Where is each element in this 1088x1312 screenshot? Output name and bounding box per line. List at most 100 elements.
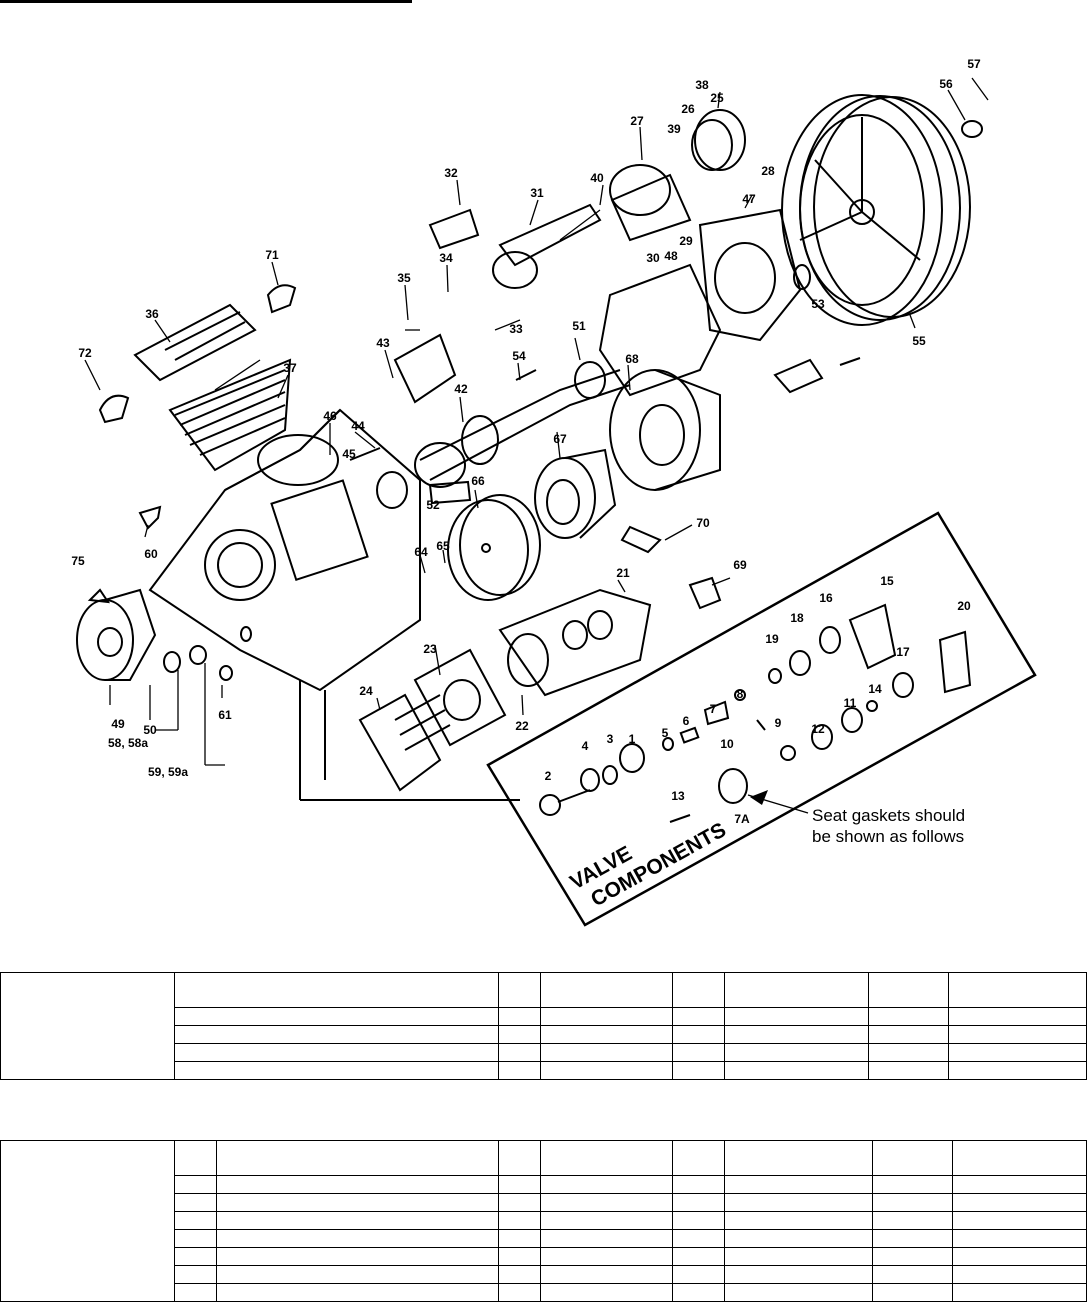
part-callout-label: 17 — [896, 645, 910, 659]
parts-table-2 — [0, 1140, 1087, 1302]
part-callout-label: 57 — [967, 57, 981, 71]
table-cell — [948, 1007, 1087, 1026]
part-callout-label: 46 — [323, 409, 337, 423]
table-cell — [724, 1211, 873, 1230]
part-callout-label: 3 — [607, 732, 614, 746]
table-cell — [174, 1247, 217, 1266]
table-cell — [498, 1061, 541, 1080]
header-rule — [0, 0, 412, 3]
part-callout-label: 40 — [590, 171, 604, 185]
table-cell — [724, 1283, 873, 1302]
table-cell — [724, 1043, 869, 1062]
table-cell — [174, 972, 499, 1008]
part-callout-label: 69 — [733, 558, 747, 572]
table-cell — [540, 1140, 673, 1176]
seat-gasket-note-line2: be shown as follows — [812, 827, 964, 846]
table-cell — [174, 1283, 217, 1302]
table-cell — [724, 1229, 873, 1248]
table-cell — [672, 1175, 725, 1194]
part-callout-label: 35 — [397, 271, 411, 285]
cylinder-head-part — [498, 588, 652, 697]
part-callout-label: 68 — [625, 352, 639, 366]
table-cell — [672, 1193, 725, 1212]
flywheel-part — [781, 94, 971, 326]
table-header-row — [0, 972, 1087, 1080]
table-cell — [672, 1061, 725, 1080]
table-cell — [498, 1265, 541, 1284]
table-cell — [948, 1061, 1087, 1080]
table-cell — [672, 1043, 725, 1062]
table-cell — [672, 1247, 725, 1266]
part-callout-label: 15 — [880, 574, 894, 588]
table-row — [1, 1175, 1087, 1194]
table-row — [1, 1229, 1087, 1248]
part-callout-label: 49 — [111, 717, 125, 731]
table-cell — [540, 1229, 673, 1248]
table-row — [1, 1043, 1087, 1062]
table-cell — [868, 1007, 949, 1026]
table-cell — [724, 1193, 873, 1212]
seat-gasket-note-line1: Seat gaskets should — [812, 806, 965, 825]
table-cell — [498, 972, 541, 1008]
table-cell — [724, 1265, 873, 1284]
table-cell — [540, 972, 673, 1008]
table-cell — [216, 1229, 499, 1248]
part-callout-label: 9 — [775, 716, 782, 730]
part-callout-label: 7A — [734, 812, 750, 826]
table-cell — [872, 1283, 953, 1302]
table-cell — [724, 1175, 873, 1194]
parts-table-1 — [0, 972, 1087, 1080]
part-callout-label: 24 — [359, 684, 373, 698]
table-cell — [498, 1025, 541, 1044]
part-callout-label: 59, 59a — [148, 765, 188, 779]
table-cell — [216, 1140, 499, 1176]
table-cell — [540, 1193, 673, 1212]
part-callout-label: 5 — [662, 726, 669, 740]
table-cell — [498, 1229, 541, 1248]
crankcase-part — [148, 408, 520, 801]
table-cell — [724, 972, 869, 1008]
pulley-disc-part — [447, 494, 541, 601]
part-callout-label: 6 — [683, 714, 690, 728]
table-cell — [540, 1043, 673, 1062]
table-cell — [868, 1043, 949, 1062]
part-callout-label: 71 — [265, 248, 279, 262]
table-cell — [952, 1283, 1087, 1302]
part-callout-label: 45 — [342, 447, 356, 461]
part-callout-label: 53 — [811, 297, 825, 311]
part-callout-label: 16 — [819, 591, 833, 605]
table-cell — [724, 1140, 873, 1176]
table-cell — [174, 1229, 217, 1248]
table-cell — [672, 1211, 725, 1230]
part-callout-label: 44 — [351, 419, 365, 433]
table-cell — [498, 1007, 541, 1026]
table-cell — [540, 1061, 673, 1080]
table-cell — [952, 1211, 1087, 1230]
part-callout-label: 32 — [444, 166, 458, 180]
table-cell — [868, 1025, 949, 1044]
part-callout-label: 65 — [436, 539, 450, 553]
table-cell — [672, 1229, 725, 1248]
table-cell — [540, 1007, 673, 1026]
table-cell — [872, 1193, 953, 1212]
table-cell — [672, 1007, 725, 1026]
table-cell — [540, 1175, 673, 1194]
part-callout-label: 51 — [572, 319, 586, 333]
table-cell — [498, 1043, 541, 1062]
part-callout-label: 42 — [454, 382, 468, 396]
table-cell — [216, 1193, 499, 1212]
part-callout-label: 1 — [629, 732, 636, 746]
part-callout-label: 70 — [696, 516, 710, 530]
table-cell — [216, 1265, 499, 1284]
table-cell — [540, 1025, 673, 1044]
part-callout-label: 20 — [957, 599, 971, 613]
table-row — [1, 1211, 1087, 1230]
connecting-rod-part — [428, 203, 602, 289]
table-cell — [216, 1247, 499, 1266]
part-callout-label: 14 — [868, 682, 882, 696]
table-cell — [540, 1283, 673, 1302]
table-cell — [174, 1007, 499, 1026]
table-cell — [952, 1175, 1087, 1194]
table-cell — [672, 1025, 725, 1044]
table-cell — [0, 1140, 175, 1302]
